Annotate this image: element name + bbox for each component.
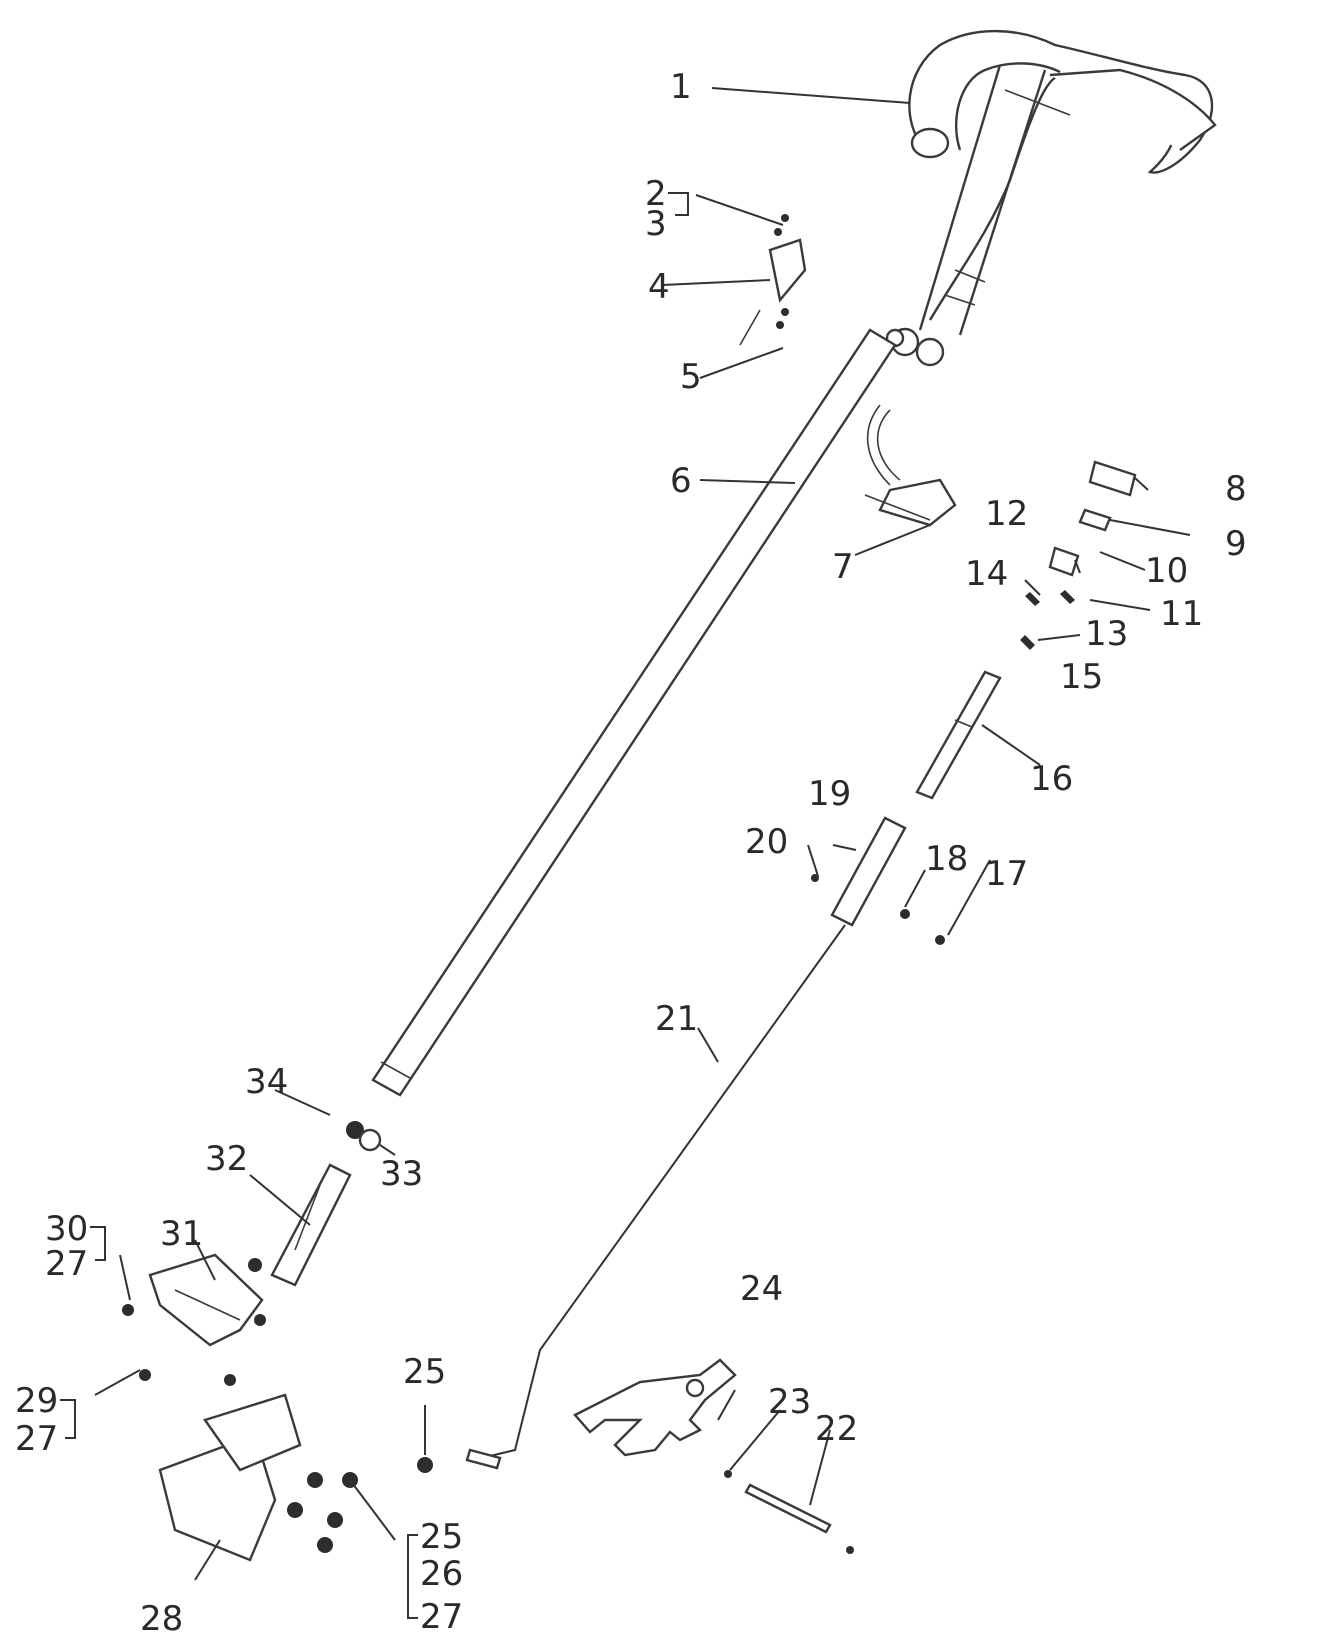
callout-24: 24	[740, 1269, 783, 1309]
trigger-assembly-part	[864, 404, 1137, 650]
callout-bracket-25: 25	[420, 1517, 463, 1557]
callout-15: 15	[1060, 657, 1103, 697]
base-assembly-part	[122, 1121, 433, 1562]
yoke-part	[573, 1358, 832, 1534]
callout-bracket-27-mid: 27	[45, 1244, 88, 1284]
callout-7: 7	[832, 547, 854, 587]
callout-33: 33	[380, 1154, 423, 1194]
callout-bracket-27-low: 27	[15, 1419, 58, 1459]
callout-4: 4	[648, 267, 670, 307]
callout-10: 10	[1145, 551, 1188, 591]
callout-5: 5	[680, 357, 702, 397]
callout-26: 26	[420, 1554, 463, 1594]
callout-17: 17	[985, 854, 1028, 894]
callout-31: 31	[160, 1214, 203, 1254]
callout-29: 29	[15, 1381, 58, 1421]
callout-18: 18	[925, 839, 968, 879]
clamp-assembly-part	[739, 214, 807, 346]
callout-21: 21	[655, 999, 698, 1039]
handle-part	[885, 29, 1217, 367]
callout-30: 30	[45, 1209, 88, 1249]
cable-rod-part	[465, 924, 846, 1470]
callout-28: 28	[140, 1599, 183, 1639]
callout-16: 16	[1030, 759, 1073, 799]
callout-labels: 1 2 3 4 5 6 7 8 9 10 11 12 13 14 15 16 1…	[15, 67, 1247, 1639]
callout-13: 13	[1085, 614, 1128, 654]
callout-11: 11	[1160, 594, 1203, 634]
callout-6: 6	[670, 461, 692, 501]
callout-20: 20	[745, 822, 788, 862]
callout-bracket-27-bottom: 27	[420, 1597, 463, 1637]
cable-tube-part	[830, 670, 1002, 927]
callout-12: 12	[985, 494, 1028, 534]
shaft-tube-part	[371, 328, 897, 1097]
callout-23: 23	[768, 1382, 811, 1422]
callout-19: 19	[808, 774, 851, 814]
callout-1: 1	[670, 67, 692, 107]
callout-22: 22	[815, 1409, 858, 1449]
callout-2: 2	[645, 174, 667, 214]
callout-9: 9	[1225, 524, 1247, 564]
fasteners-part	[724, 874, 945, 1554]
callout-3: 3	[645, 204, 667, 244]
grouping-brackets	[60, 192, 689, 1619]
leader-lines	[94, 87, 1191, 1581]
callout-34: 34	[245, 1062, 288, 1102]
callout-32: 32	[205, 1139, 248, 1179]
callout-25: 25	[403, 1352, 446, 1392]
callout-14: 14	[965, 554, 1008, 594]
callout-8: 8	[1225, 469, 1247, 509]
